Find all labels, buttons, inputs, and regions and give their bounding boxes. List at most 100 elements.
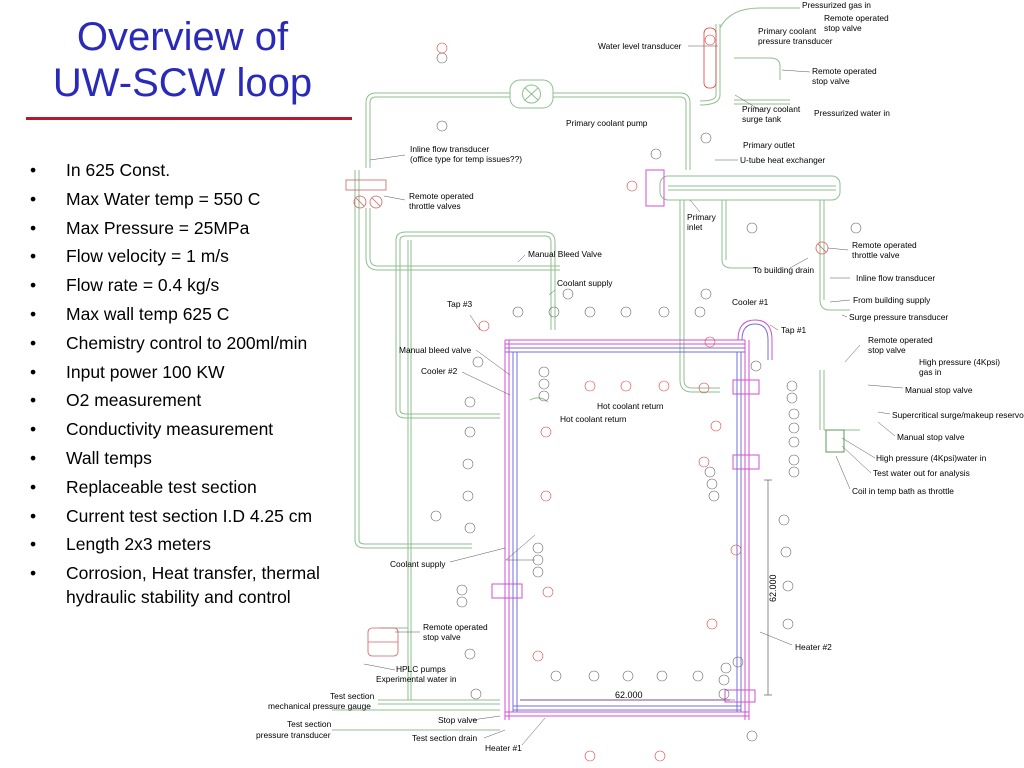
instrument-tag bbox=[708, 490, 720, 502]
title-underline bbox=[26, 117, 352, 120]
instrument-tag bbox=[788, 422, 800, 434]
bullet-item: Flow velocity = 1 m/s bbox=[28, 244, 358, 268]
instrument-tag bbox=[706, 618, 718, 630]
bullet-item: In 625 Const. bbox=[28, 158, 358, 182]
instrument-tag bbox=[720, 662, 732, 674]
label-manual-stop-valve: Manual stop valve bbox=[905, 385, 973, 395]
instrument-tag bbox=[512, 306, 524, 318]
instrument-tag bbox=[538, 378, 550, 390]
instrument-tag bbox=[782, 618, 794, 630]
label-heater1: Heater #1 bbox=[485, 743, 522, 753]
instrument-tag bbox=[658, 306, 670, 318]
instrument-tag bbox=[658, 380, 670, 392]
instrument-tag bbox=[462, 490, 474, 502]
label-heater2: Heater #2 bbox=[795, 642, 832, 652]
instrument-tag bbox=[786, 380, 798, 392]
label-remote-throttle-valves: throttle valves bbox=[409, 201, 461, 211]
label-cooler1: Cooler #1 bbox=[732, 297, 769, 307]
instrument-tag bbox=[746, 730, 758, 742]
instrument-tag bbox=[706, 478, 718, 490]
throttle-valve-right bbox=[815, 241, 829, 255]
bullet-list: In 625 Const. Max Water temp = 550 C Max… bbox=[28, 158, 358, 614]
instrument-tag bbox=[746, 222, 758, 234]
instrument-tag bbox=[464, 396, 476, 408]
label-from-building-supply: From building supply bbox=[853, 295, 931, 305]
instrument-tags bbox=[430, 34, 862, 762]
bullet-item: Replaceable test section bbox=[28, 475, 358, 499]
label-test-water-out: Test water out for analysis bbox=[873, 468, 970, 478]
bullet-item: O2 measurement bbox=[28, 388, 358, 412]
slide-title: Overview of UW-SCW loop bbox=[10, 14, 355, 106]
instrument-tag bbox=[656, 670, 668, 682]
instrument-tag bbox=[654, 750, 666, 762]
label-primary-outlet: Primary outlet bbox=[743, 140, 795, 150]
label-manual-bleed-valve-top: Manual Bleed Valve bbox=[528, 249, 602, 259]
label-tap1: Tap #1 bbox=[781, 325, 806, 335]
instrument-tag bbox=[692, 670, 704, 682]
label-cooler2: Cooler #2 bbox=[421, 366, 458, 376]
label-primary-pressure-transducer: Primary coolant bbox=[758, 26, 817, 36]
instrument-tag bbox=[718, 674, 730, 686]
label-hplc-pumps: HPLC pumps bbox=[396, 664, 446, 674]
instrument-tag bbox=[462, 458, 474, 470]
label-test-section-press: Test section bbox=[287, 719, 332, 729]
instrument-tag bbox=[700, 132, 712, 144]
instrument-tag bbox=[464, 426, 476, 438]
instrument-tag bbox=[782, 580, 794, 592]
label-primary-pressure-transducer: pressure transducer bbox=[758, 36, 833, 46]
bullet-item: Input power 100 KW bbox=[28, 360, 358, 384]
label-inline-flow-transducer-right: Inline flow transducer bbox=[856, 273, 935, 283]
throttle-valves-left bbox=[345, 179, 387, 209]
instrument-tag bbox=[584, 306, 596, 318]
instrument-tag bbox=[532, 566, 544, 578]
instrument-tag bbox=[698, 456, 710, 468]
instrument-tag bbox=[788, 466, 800, 478]
label-tap3: Tap #3 bbox=[447, 299, 472, 309]
bullet-item: Length 2x3 meters bbox=[28, 532, 358, 556]
instrument-tag bbox=[532, 650, 544, 662]
instrument-tag bbox=[456, 596, 468, 608]
label-manual-stop-valve: Manual stop valve bbox=[897, 432, 965, 442]
instrument-tag bbox=[786, 392, 798, 404]
label-dim-vertical: 62.000 bbox=[768, 574, 778, 602]
label-remote-stop-valve-top: Remote operated bbox=[824, 13, 889, 23]
label-u-tube-hx: U-tube heat exchanger bbox=[740, 155, 825, 165]
instrument-tag bbox=[436, 120, 448, 132]
instrument-tag bbox=[710, 420, 722, 432]
label-high-pressure-gas: High pressure (4Kpsi) bbox=[919, 357, 1000, 367]
instrument-tag bbox=[540, 426, 552, 438]
instrument-tag bbox=[538, 366, 550, 378]
instrument-tag bbox=[704, 336, 716, 348]
label-supercritical-surge: Supercritical surge/makeup reservoir bbox=[892, 410, 1024, 420]
label-primary-inlet: inlet bbox=[687, 222, 703, 232]
temp-bath-coil bbox=[825, 429, 845, 453]
instrument-tag bbox=[562, 288, 574, 300]
instrument-tag bbox=[780, 546, 792, 558]
label-coil-temp-bath: Coil in temp bath as throttle bbox=[852, 486, 954, 496]
test-section-loop bbox=[491, 319, 773, 720]
instrument-tag bbox=[732, 656, 744, 668]
bullet-item: Flow rate = 0.4 kg/s bbox=[28, 273, 358, 297]
instrument-tag bbox=[584, 380, 596, 392]
instrument-tag bbox=[538, 390, 550, 402]
instrument-tag bbox=[788, 408, 800, 420]
label-primary-inlet: Primary bbox=[687, 212, 717, 222]
bullet-item: Max wall temp 625 C bbox=[28, 302, 358, 326]
bullet-item: Conductivity measurement bbox=[28, 417, 358, 441]
instrument-tag bbox=[778, 514, 790, 526]
instrument-tag bbox=[700, 288, 712, 300]
bullet-item: Current test section I.D 4.25 cm bbox=[28, 504, 358, 528]
label-surge-tank: Primary coolant bbox=[742, 104, 801, 114]
bullet-item: Corrosion, Heat transfer, thermal hydrau… bbox=[28, 561, 358, 609]
label-remote-stop-valve-right: Remote operated bbox=[868, 335, 933, 345]
title-line-2: UW-SCW loop bbox=[52, 61, 313, 105]
instrument-tag bbox=[626, 180, 638, 192]
label-hot-coolant-return: Hot coolant return bbox=[597, 401, 664, 411]
instrument-tag bbox=[694, 306, 706, 318]
instrument-tag bbox=[704, 34, 716, 46]
instrument-tag bbox=[436, 52, 448, 64]
instrument-tag bbox=[584, 750, 596, 762]
label-test-section-mech: mechanical pressure gauge bbox=[268, 701, 371, 711]
hplc-pump bbox=[367, 627, 399, 657]
